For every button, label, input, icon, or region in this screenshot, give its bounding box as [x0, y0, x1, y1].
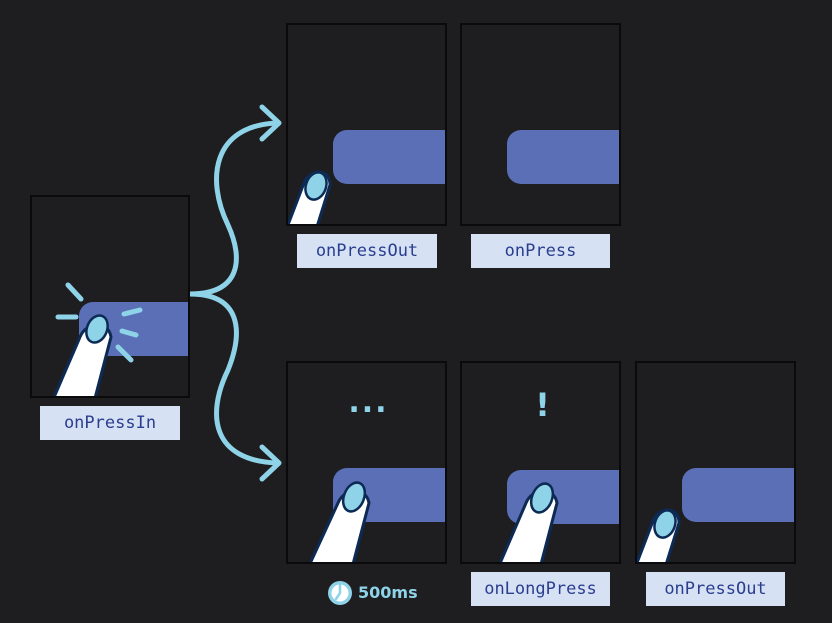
label-on-press-in: onPressIn	[40, 406, 180, 440]
timer: 500ms	[327, 580, 437, 606]
panel-long-press: !	[460, 361, 621, 564]
finger-icon	[637, 508, 681, 562]
finger-icon	[52, 314, 113, 396]
arrow-to-release	[187, 120, 281, 297]
arrow-to-hold	[187, 291, 281, 466]
finger-icon	[309, 481, 371, 562]
clock-icon	[328, 581, 352, 605]
finger-icon	[288, 170, 332, 224]
panel-press-out-top	[286, 23, 447, 226]
pressable-button[interactable]	[507, 130, 619, 184]
panel-press	[460, 23, 621, 226]
finger-icon	[498, 482, 559, 562]
arrow-to-release-head	[259, 104, 282, 142]
pressable-button[interactable]	[682, 468, 794, 522]
alert-mark: !	[535, 386, 550, 424]
label-on-press-out-bottom: onPressOut	[646, 572, 785, 606]
label-on-press-out-top: onPressOut	[297, 234, 437, 268]
touch-ripple-icon	[55, 282, 143, 363]
timer-value: 500ms	[358, 583, 418, 602]
pressable-button[interactable]	[333, 130, 445, 184]
waiting-dots: ...	[348, 385, 389, 420]
panel-press-out-bottom	[635, 361, 796, 564]
panel-hold: ...	[286, 361, 447, 564]
panel-press-in	[30, 195, 190, 398]
arrow-to-hold-head	[259, 444, 282, 482]
label-on-long-press: onLongPress	[471, 572, 610, 606]
label-on-press: onPress	[471, 234, 610, 268]
